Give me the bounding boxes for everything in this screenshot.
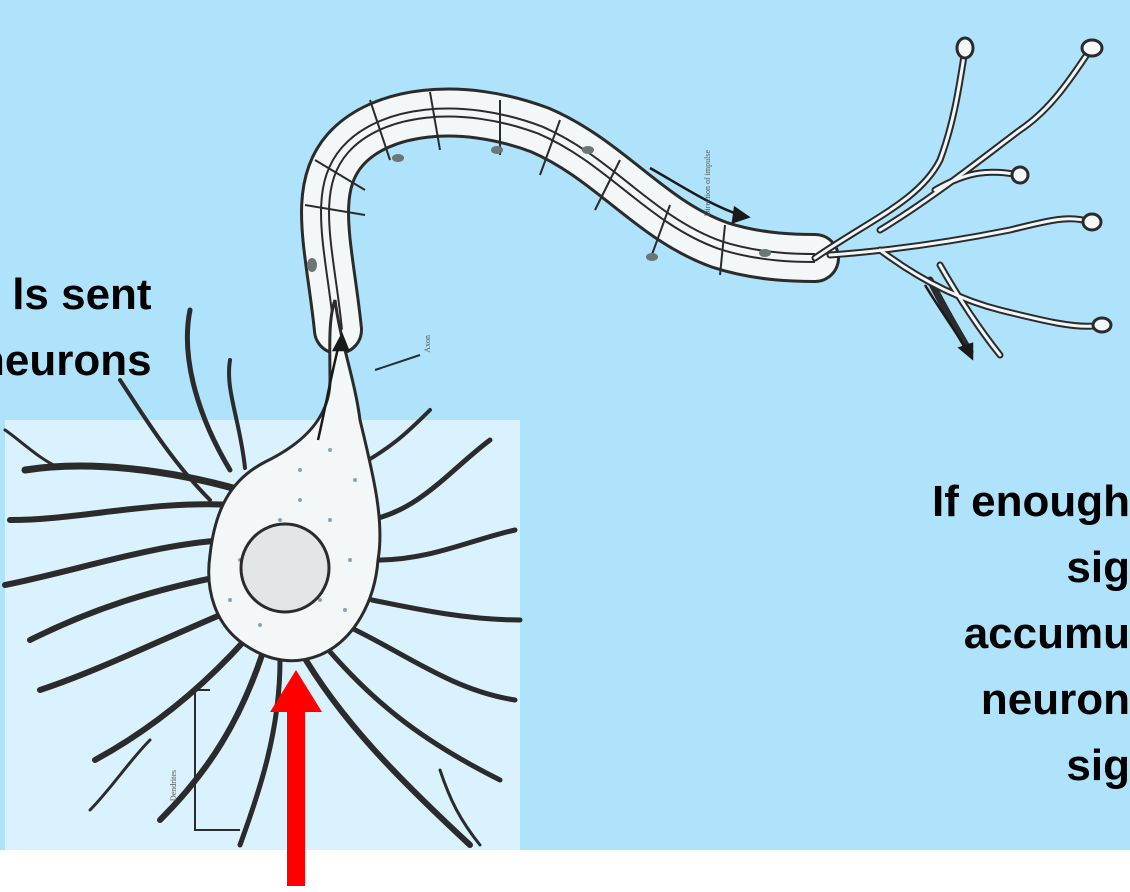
dendrites-label: Dendrites: [170, 770, 178, 801]
right-text-line-4: neuron: [932, 667, 1130, 733]
nucleus: [241, 524, 329, 612]
terminal-bulbs: [957, 38, 1111, 332]
left-text-line-1: ls sent: [0, 262, 152, 328]
direction-label-line-2: of impulse: [703, 150, 712, 184]
direction-label-line-1: Direction: [703, 186, 712, 216]
right-text-line-1: If enough: [932, 469, 1130, 535]
axon-terminals-inner: [815, 50, 1100, 355]
axon-label: Axon: [424, 335, 432, 353]
right-slide-text: If enough sig accumu neuron sig: [932, 469, 1130, 799]
right-text-line-3: accumu: [932, 601, 1130, 667]
right-text-line-2: sig: [932, 535, 1130, 601]
direction-of-impulse-label: Direction of impulse: [704, 150, 712, 216]
right-text-line-5: sig: [932, 733, 1130, 799]
